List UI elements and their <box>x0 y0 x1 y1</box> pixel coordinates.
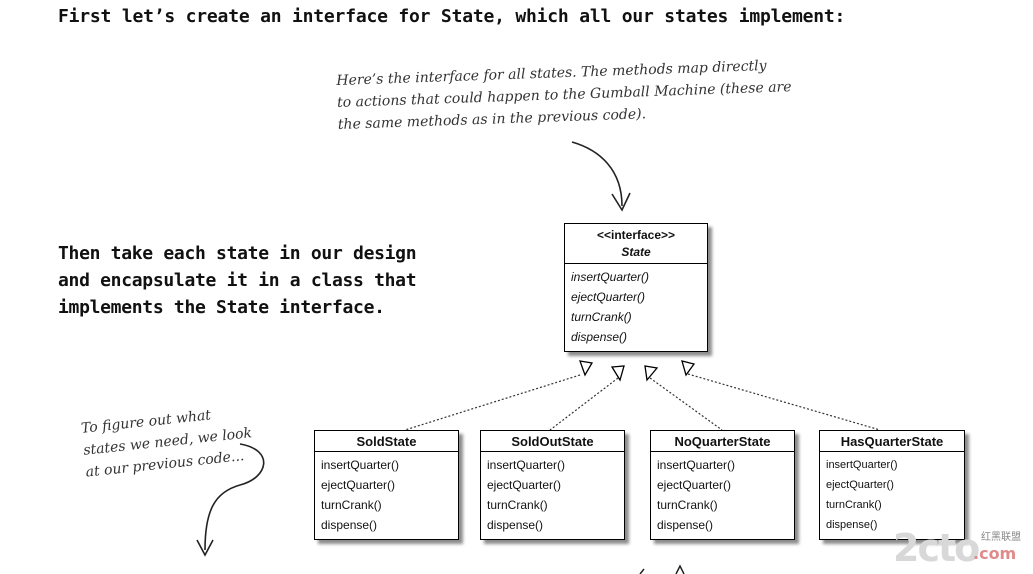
method: turnCrank() <box>571 310 632 324</box>
page-heading: First let’s create an interface for Stat… <box>58 6 846 27</box>
class-name: SoldOutState <box>481 431 624 452</box>
method: dispense() <box>657 518 714 532</box>
body-line: Then take each state in our design <box>58 243 417 264</box>
realization-arrowhead <box>644 365 659 382</box>
method: ejectQuarter() <box>657 478 732 492</box>
method: dispense() <box>321 518 378 532</box>
method: turnCrank() <box>657 498 718 512</box>
class-name: HasQuarterState <box>820 431 964 452</box>
method: ejectQuarter() <box>487 478 562 492</box>
method: insertQuarter() <box>321 458 400 472</box>
method: dispense() <box>571 330 628 344</box>
class-methods: insertQuarter() ejectQuarter() turnCrank… <box>315 452 458 539</box>
body-line: and encapsulate it in a class that <box>58 270 417 291</box>
annotation-arrow <box>571 141 623 207</box>
realization-arrowhead <box>681 360 696 377</box>
class-box-sold-state: SoldState insertQuarter() ejectQuarter()… <box>314 430 459 540</box>
class-box-no-quarter-state: NoQuarterState insertQuarter() ejectQuar… <box>650 430 795 540</box>
method: turnCrank() <box>487 498 548 512</box>
body-paragraph: Then take each state in our design and e… <box>58 240 417 321</box>
method: turnCrank() <box>321 498 382 512</box>
class-name: NoQuarterState <box>651 431 794 452</box>
method: insertQuarter() <box>826 459 898 471</box>
realization-line <box>649 377 723 431</box>
state-interface-box: <<interface>> State insertQuarter() ejec… <box>564 223 708 352</box>
watermark-logo: 2cto <box>893 526 980 570</box>
body-line: implements the State interface. <box>58 297 385 318</box>
method: ejectQuarter() <box>321 478 396 492</box>
annotation-arrowhead <box>611 192 631 212</box>
method: insertQuarter() <box>487 458 566 472</box>
realization-arrowhead <box>610 365 625 382</box>
partial-sketch-mark <box>639 564 685 574</box>
realization-line <box>549 377 619 431</box>
class-box-has-quarter-state: HasQuarterState insertQuarter() ejectQua… <box>819 430 965 540</box>
realization-line <box>404 374 581 431</box>
method: turnCrank() <box>826 499 882 511</box>
watermark-cn-text: 红黑联盟 <box>981 532 1021 543</box>
watermark-tld: .com <box>973 544 1017 563</box>
annotation-arrowhead <box>196 539 214 557</box>
method: insertQuarter() <box>571 270 650 284</box>
site-watermark: 2cto 红黑联盟 .com <box>893 526 1033 574</box>
method: ejectQuarter() <box>571 290 646 304</box>
realization-line <box>687 373 881 431</box>
interface-header: <<interface>> State <box>565 224 707 264</box>
method: insertQuarter() <box>657 458 736 472</box>
annotation-arrow <box>204 443 265 551</box>
realization-arrowhead <box>579 360 594 377</box>
method: dispense() <box>487 518 544 532</box>
class-methods: insertQuarter() ejectQuarter() turnCrank… <box>481 452 624 539</box>
class-methods: insertQuarter() ejectQuarter() turnCrank… <box>651 452 794 539</box>
class-methods: insertQuarter() ejectQuarter() turnCrank… <box>820 452 964 539</box>
interface-stereotype: <<interface>> <box>596 228 676 242</box>
interface-methods: insertQuarter() ejectQuarter() turnCrank… <box>565 264 707 351</box>
class-box-sold-out-state: SoldOutState insertQuarter() ejectQuarte… <box>480 430 625 540</box>
class-name: SoldState <box>315 431 458 452</box>
interface-name: State <box>621 245 651 259</box>
method: ejectQuarter() <box>826 479 894 491</box>
method: dispense() <box>826 519 878 531</box>
